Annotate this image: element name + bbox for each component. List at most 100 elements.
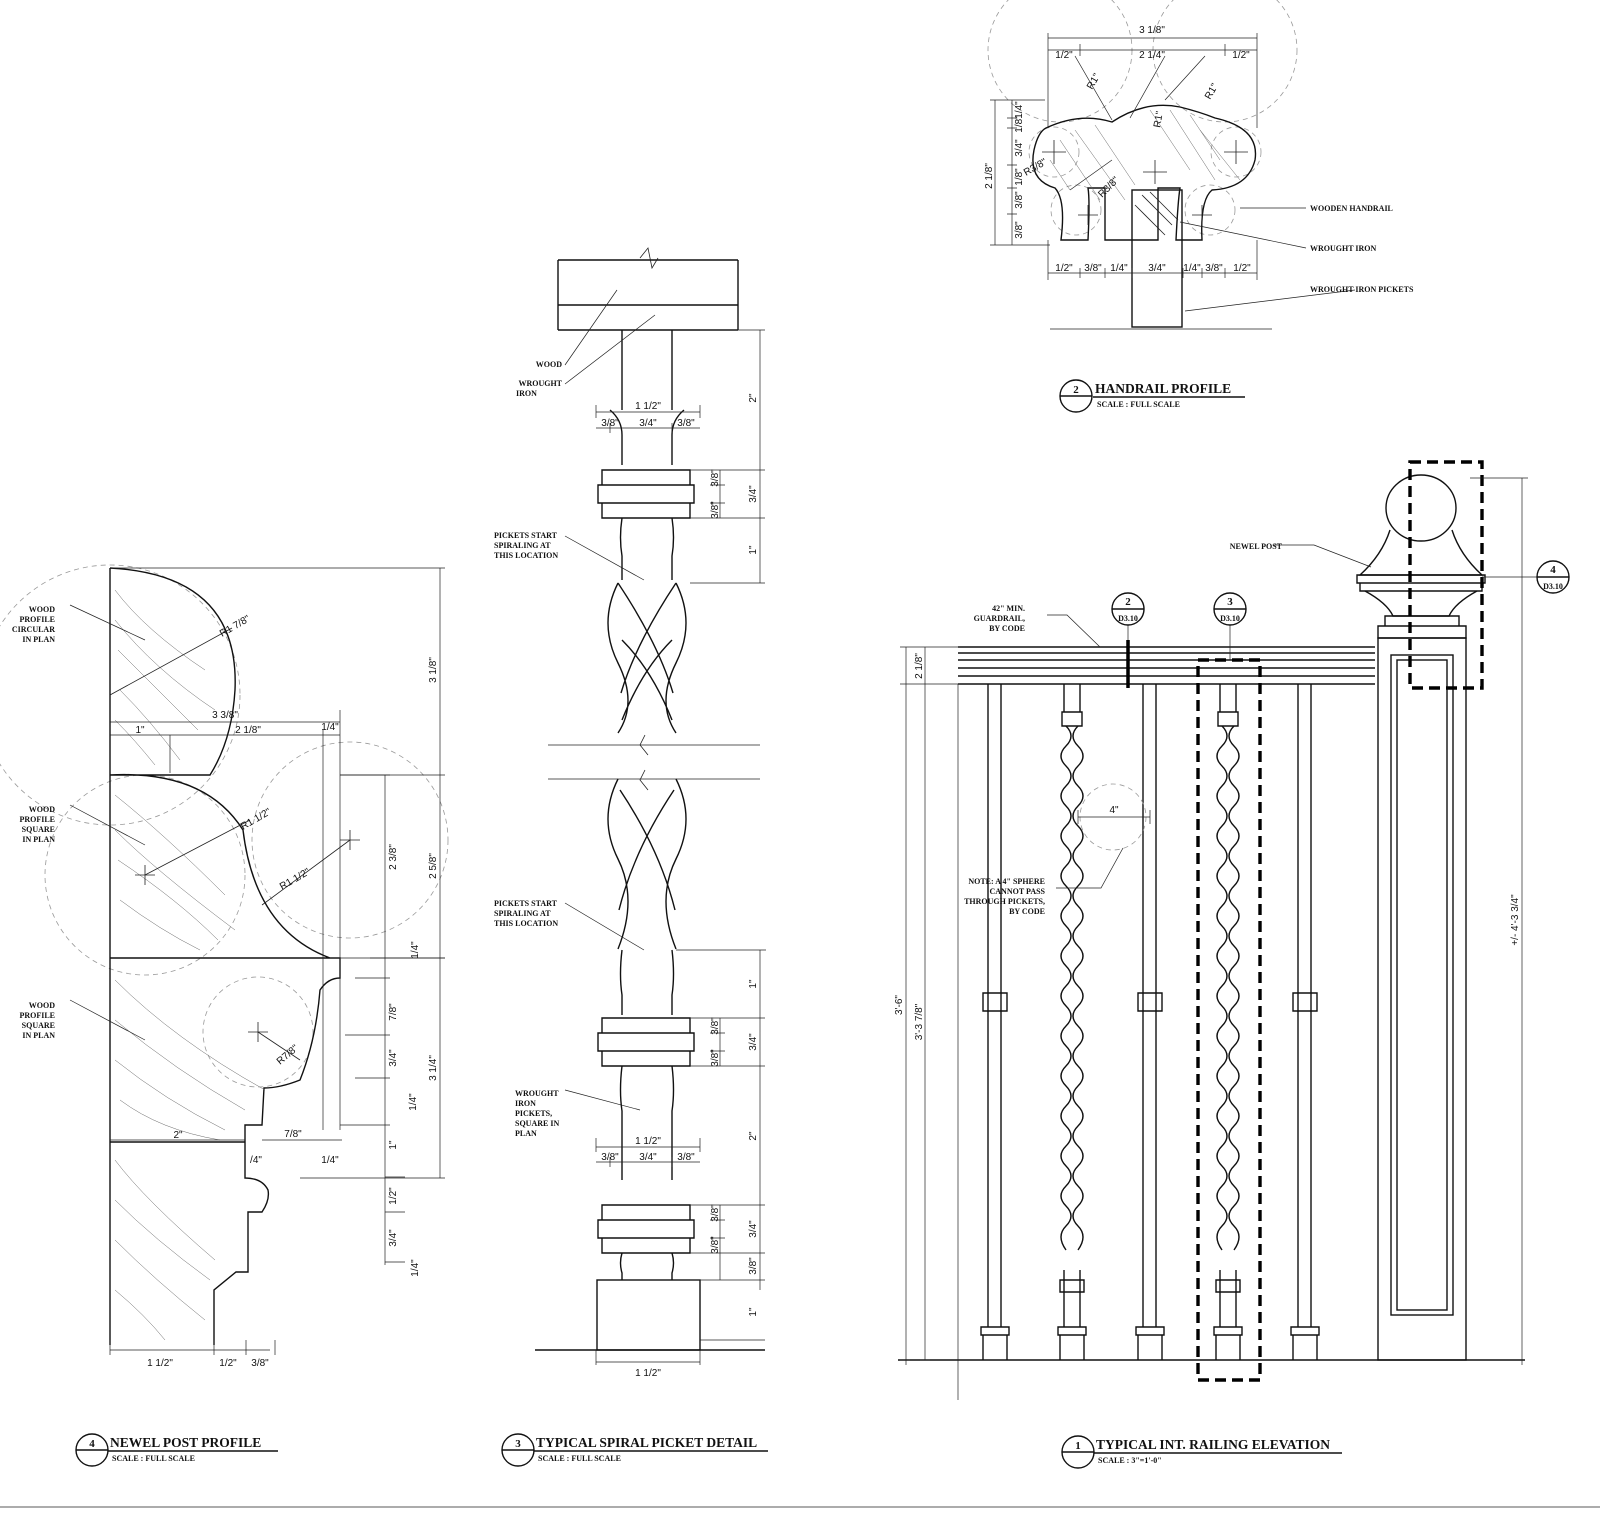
label-note-3: THROUGH PICKETS, — [964, 897, 1045, 906]
dim-w-1: 1" — [135, 725, 145, 736]
label-pickets-2: IRON — [515, 1099, 536, 1108]
newel-view-scale: SCALE : FULL SCALE — [112, 1454, 195, 1463]
dim-r13: 3/8" — [710, 1236, 721, 1254]
dim-v-14b: 1/4" — [408, 1093, 419, 1111]
dim-r6: 1" — [748, 979, 759, 989]
dim-a-top: 3/8" — [601, 418, 619, 429]
dim-r11: 3/8" — [710, 1204, 721, 1222]
callout-bubble-4[interactable]: 4 D3.10 — [1536, 560, 1570, 594]
dim-w-14: 1/4" — [321, 722, 339, 733]
dim-overall-width: 3 1/8" — [1139, 25, 1165, 36]
callout-box-4 — [1408, 460, 1484, 690]
label-newel-post: NEWEL POST — [1230, 542, 1283, 551]
label-square1-1: WOOD — [29, 805, 55, 814]
dim-r-mid: R1" — [1152, 110, 1166, 128]
dim-b3: 1/4" — [1110, 263, 1128, 274]
label-spiral-bot-1: PICKETS START — [494, 899, 558, 908]
dim-b5: 1/4" — [1183, 263, 1201, 274]
dim-width-top: 1 1/2" — [635, 401, 661, 412]
dim-r1: 2" — [748, 393, 759, 403]
railing-elevation-view: 2 1/8" 3'-6" 3'-3 7/8" +/- 4'-3 3/4" 4" … — [894, 460, 1570, 1469]
dim-b-top: 3/4" — [639, 418, 657, 429]
label-note-1: NOTE: A 4" SPHERE — [968, 877, 1045, 886]
callout-bubble-3[interactable]: 3 D3.10 — [1213, 592, 1247, 626]
label-spiral-bot-2: SPIRALING AT — [494, 909, 551, 918]
dim-w-14c: 1/4" — [321, 1155, 339, 1166]
newel-view-title: NEWEL POST PROFILE — [110, 1435, 261, 1450]
dim-r5: 1" — [748, 545, 759, 555]
dim-r3: 3/4" — [748, 485, 759, 503]
dim-r-left: R1" — [1085, 71, 1103, 91]
dim-b-38: 3/8" — [251, 1358, 269, 1369]
dim-b4: 3/4" — [1148, 263, 1166, 274]
label-wooden-handrail: WOODEN HANDRAIL — [1310, 204, 1393, 213]
label-pickets-1: WROUGHT — [515, 1089, 559, 1098]
label-circular-2: PROFILE — [19, 615, 55, 624]
dim-r-small-b: R3/8" — [1096, 175, 1122, 201]
dim-v-14c: 1/4" — [410, 1259, 421, 1277]
dim-w-218: 2 1/8" — [235, 725, 261, 736]
dim-b1: 1/2" — [1055, 263, 1073, 274]
newel-profile-outline — [109, 567, 341, 1345]
spiral-twist-lower — [607, 778, 687, 950]
label-wrought-iron: WROUGHT IRON — [1310, 244, 1377, 253]
dim-v-318: 3 1/8" — [428, 657, 439, 683]
dim-w-2: 2" — [173, 1130, 183, 1141]
dim-r15: 1" — [748, 1307, 759, 1317]
dim-picket: 3'-3 7/8" — [914, 1003, 925, 1040]
handrail-view-number: 2 — [1073, 384, 1079, 396]
callout-box-3 — [1196, 658, 1262, 1382]
dim-v-1: 1" — [388, 1140, 399, 1150]
dim-v-34: 3/4" — [388, 1049, 399, 1067]
label-pickets-3: PICKETS, — [515, 1109, 552, 1118]
dim-b-12: 1/2" — [219, 1358, 237, 1369]
spiral-twist-upper — [607, 582, 687, 734]
label-spiral-top-2: SPIRALING AT — [494, 541, 551, 550]
label-pickets-4: SQUARE IN — [515, 1119, 559, 1128]
label-wood: WOOD — [536, 360, 562, 369]
newel-post — [1356, 474, 1486, 1361]
label-guardrail-2: GUARDRAIL, — [974, 614, 1025, 623]
dim-top-right: 1/2" — [1232, 50, 1250, 61]
dim-sphere: 4" — [1109, 805, 1119, 816]
dim-r4: 3/8" — [710, 501, 721, 519]
callout-2-num: 2 — [1125, 596, 1131, 608]
handrail-view-scale: SCALE : FULL SCALE — [1097, 400, 1180, 409]
dim-v-12: 1/2" — [388, 1187, 399, 1205]
dim-b7: 1/2" — [1233, 263, 1251, 274]
dim-r-right: R1" — [1203, 81, 1221, 101]
label-square2-4: IN PLAN — [22, 1031, 55, 1040]
dim-a-mid: 3/8" — [601, 1152, 619, 1163]
spiral-view-number: 3 — [515, 1438, 521, 1450]
dim-b6: 3/8" — [1205, 263, 1223, 274]
spiral-view-title: TYPICAL SPIRAL PICKET DETAIL — [536, 1435, 757, 1450]
dim-v1: 1/4" — [1014, 101, 1025, 119]
label-guardrail-3: BY CODE — [989, 624, 1025, 633]
newel-profile-view: WOOD PROFILE CIRCULAR IN PLAN WOOD PROFI… — [0, 564, 449, 1467]
dim-r9: 3/8" — [710, 1049, 721, 1067]
label-note-4: BY CODE — [1009, 907, 1045, 916]
dim-top-mid: 2 1/4" — [1139, 50, 1165, 61]
handrail-profile-view: 3 1/8" 1/2" 2 1/4" 1/2" R1" R1" R1" R3/8… — [984, 0, 1414, 413]
dim-overall: 3'-6" — [894, 995, 905, 1015]
dim-v2: 1/8" — [1014, 115, 1025, 133]
dim-v-14a: 1/4" — [410, 941, 421, 959]
label-square1-3: SQUARE — [22, 825, 55, 834]
callout-bubble-2[interactable]: 2 D3.10 — [1111, 592, 1145, 626]
label-wrought-iron-pickets: WROUGHT IRON PICKETS — [1310, 285, 1414, 294]
handrail-outline — [1032, 104, 1257, 241]
label-circular-1: WOOD — [29, 605, 55, 614]
dim-v6: 3/8" — [1014, 221, 1025, 239]
label-square2-1: WOOD — [29, 1001, 55, 1010]
label-square1-4: IN PLAN — [22, 835, 55, 844]
dim-v-238: 2 3/8" — [388, 844, 399, 870]
label-pickets-5: PLAN — [515, 1129, 537, 1138]
spiral-view-scale: SCALE : FULL SCALE — [538, 1454, 621, 1463]
dim-b-112: 1 1/2" — [147, 1358, 173, 1369]
callout-4-sheet: D3.10 — [1543, 582, 1563, 591]
label-square1-2: PROFILE — [19, 815, 55, 824]
label-spiral-top-1: PICKETS START — [494, 531, 558, 540]
dim-r14: 3/8" — [748, 1257, 759, 1275]
pickets — [980, 684, 1320, 1360]
